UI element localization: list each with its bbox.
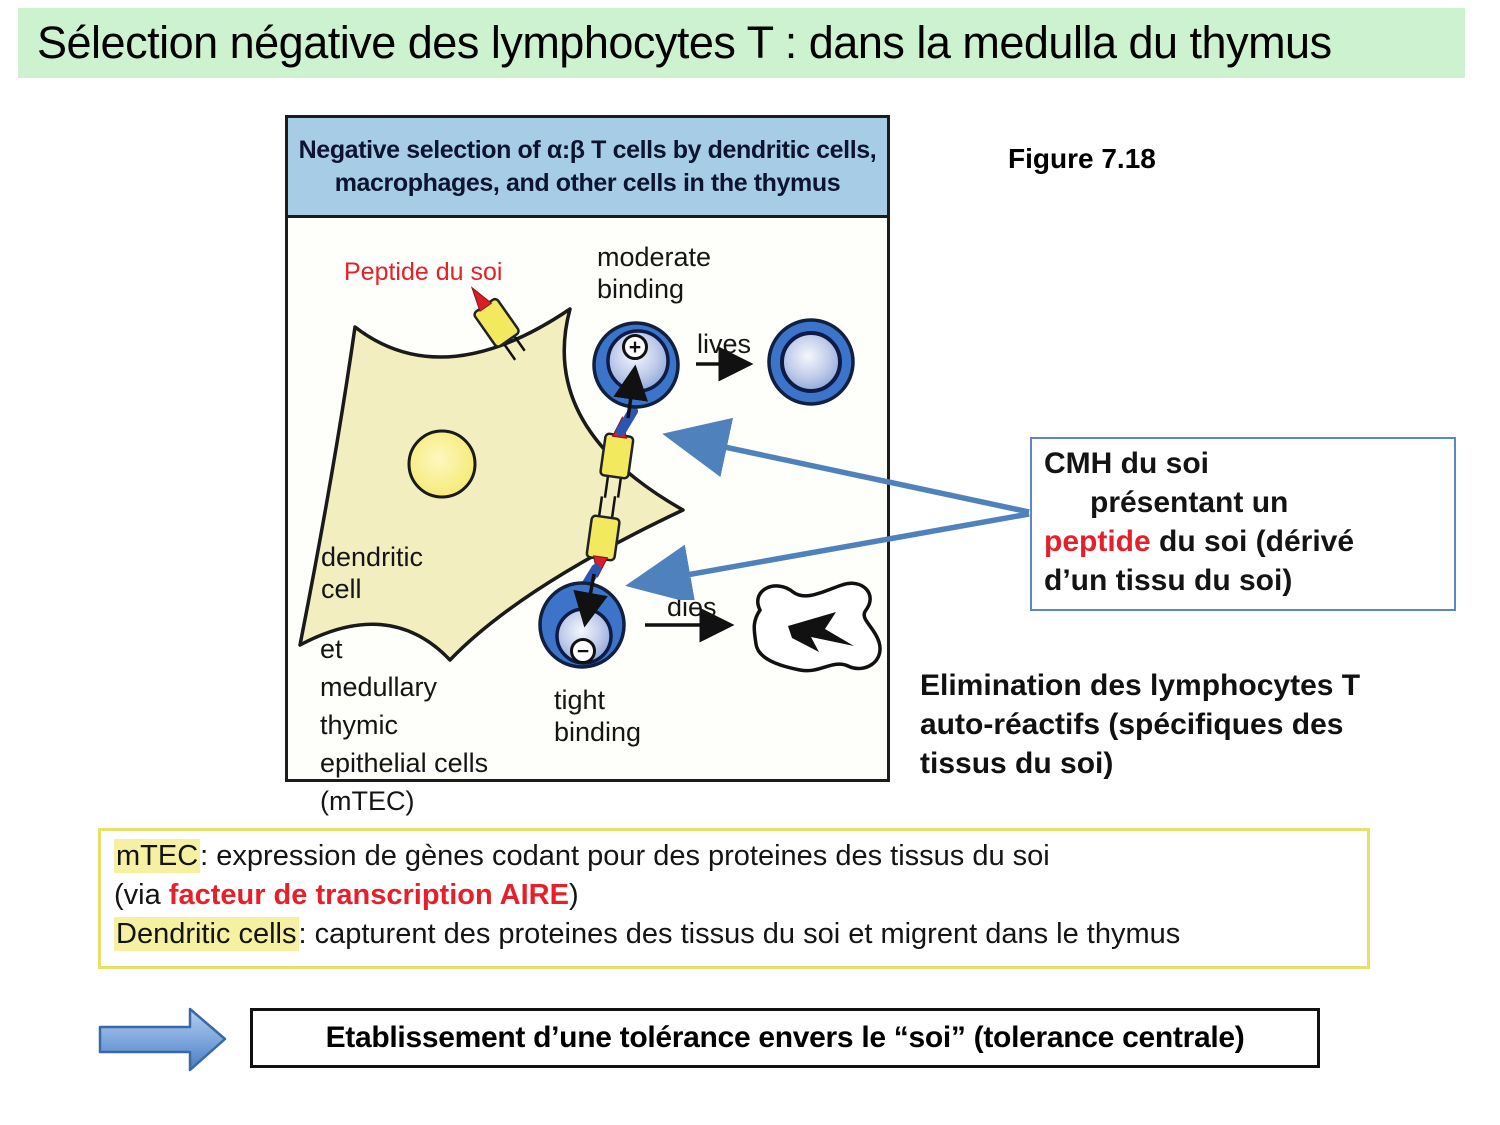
tcell-survivor bbox=[767, 318, 855, 406]
moderate-binding-label: moderate binding bbox=[597, 242, 712, 304]
aire-post: ) bbox=[568, 879, 579, 911]
mtec-note: et medullary thymic epithelial cells (mT… bbox=[320, 634, 489, 816]
mtec-rest: : expression de gènes codant pour des pr… bbox=[200, 840, 1050, 872]
cmh-line3: peptide du soi (dérivé bbox=[1044, 522, 1442, 561]
dendritic-cells-rest: : capturent des proteines des tissus du … bbox=[298, 918, 1181, 950]
info-box: mTEC: expression de gènes codant pour de… bbox=[98, 828, 1370, 969]
elimination-statement: Elimination des lymphocytes T auto-réact… bbox=[920, 669, 1361, 780]
mhc-molecule-bottom bbox=[585, 496, 621, 579]
figure-caption: Figure 7.18 bbox=[1008, 143, 1156, 174]
plus-sign: + bbox=[622, 334, 648, 360]
conclusion-box: Etablissement d’une tolérance envers le … bbox=[250, 1008, 1320, 1068]
mhc-molecule-top bbox=[470, 286, 526, 361]
cmh-line1: CMH du soi bbox=[1044, 447, 1209, 480]
dendritic-cells-term: Dendritic cells bbox=[114, 917, 299, 951]
dendritic-cell-label: dendritic cell bbox=[321, 542, 424, 604]
aire-term: facteur de transcription AIRE bbox=[168, 879, 569, 911]
apoptotic-cell bbox=[752, 581, 882, 673]
slide-title-text: Sélection négative des lymphocytes T : d… bbox=[37, 17, 1332, 68]
dendritic-cell-nucleus bbox=[407, 429, 477, 499]
cmh-line4: d’un tissu du soi) bbox=[1044, 564, 1293, 597]
dendritic-cell-shape bbox=[298, 307, 685, 662]
figure-diagram bbox=[298, 286, 882, 673]
peptide-du-soi-label: Peptide du soi bbox=[344, 258, 503, 286]
minus-sign: − bbox=[570, 638, 596, 664]
conclusion-arrow-icon bbox=[98, 1007, 227, 1072]
info-line-dc: Dendritic cells: capturent des proteines… bbox=[114, 915, 1354, 954]
slide-title: Sélection négative des lymphocytes T : d… bbox=[18, 8, 1465, 78]
conclusion-text: Etablissement d’une tolérance envers le … bbox=[325, 1021, 1245, 1054]
aire-pre: (via bbox=[114, 879, 169, 911]
cmh-peptide-word: peptide bbox=[1044, 525, 1151, 558]
dies-label: dies bbox=[667, 592, 717, 622]
figure-header: Negative selection of α:β T cells by den… bbox=[288, 118, 887, 218]
cmh-callout-box: CMH du soi présentant un peptide du soi … bbox=[1030, 437, 1456, 611]
cmh-line3-rest: du soi (dérivé bbox=[1150, 525, 1355, 558]
mtec-term: mTEC bbox=[114, 839, 201, 873]
info-line-aire: (via facteur de transcription AIRE) bbox=[114, 876, 1354, 915]
info-line-mtec: mTEC: expression de gènes codant pour de… bbox=[114, 837, 1354, 876]
cmh-line2: présentant un bbox=[1090, 486, 1289, 519]
lives-label: lives bbox=[697, 329, 752, 359]
tight-binding-label: tight binding bbox=[554, 685, 642, 747]
